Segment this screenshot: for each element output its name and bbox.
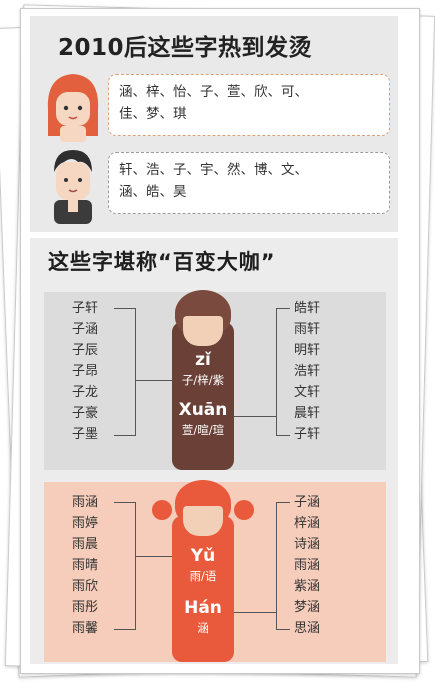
- list-item: 文轩: [294, 385, 321, 400]
- boy-left-names-list: 子轩 子涵 子辰 子昂 子龙 子豪 子墨: [72, 298, 98, 445]
- boy-right-names-list: 皓轩 雨轩 明轩 浩轩 文轩 晨轩 子轩: [294, 298, 320, 445]
- infographic: 2010后这些字热到发烫 涵、梓、怡、子、萱、欣、可、 佳、梦、琪: [30, 16, 398, 664]
- list-item: 梓涵: [294, 516, 321, 531]
- list-item: 雨馨: [72, 621, 99, 636]
- boy-names-line2: 涵、皓、昊: [119, 184, 187, 200]
- boy-name-combo-panel: 子轩 子涵 子辰 子昂 子龙 子豪 子墨 zǐ 子/梓/紫 Xuān 萱/暄/瑄…: [44, 290, 386, 470]
- boy-chars-2: 萱/暄/瑄: [181, 423, 225, 437]
- section-divider: [30, 232, 398, 238]
- boy-pinyin-2: Xuān: [178, 400, 228, 420]
- list-item: 雨婷: [72, 516, 99, 531]
- right-connector: [234, 612, 276, 613]
- list-item: 皓轩: [294, 301, 321, 316]
- boy-names-box: 轩、浩、子、宇、然、博、文、 涵、皓、昊: [108, 152, 390, 214]
- right-bracket: [276, 308, 290, 436]
- girl-name-combo-panel: 雨涵 雨婷 雨晨 雨晴 雨欣 雨彤 雨馨 Yǔ 雨/语 Hán 涵 子涵 梓涵 …: [44, 480, 386, 662]
- list-item: 子涵: [294, 495, 321, 510]
- list-item: 梦涵: [294, 600, 321, 615]
- list-item: 雨轩: [294, 322, 321, 337]
- popular-names-section: 2010后这些字热到发烫 涵、梓、怡、子、萱、欣、可、 佳、梦、琪: [30, 16, 398, 232]
- girl-chars-2: 涵: [197, 621, 209, 635]
- girl-avatar-icon: [42, 66, 104, 146]
- boy-chars-1: 子/梓/紫: [181, 373, 225, 387]
- girl-right-names-list: 子涵 梓涵 诗涵 雨涵 紫涵 梦涵 思涵: [294, 492, 320, 639]
- list-item: 子轩: [72, 301, 99, 316]
- boy-avatar-icon: [42, 142, 104, 226]
- boy-names-line1: 轩、浩、子、宇、然、博、文、: [119, 162, 308, 178]
- list-item: 雨晨: [72, 537, 99, 552]
- boy-pinyin-1: zǐ: [195, 350, 211, 370]
- girl-left-names-list: 雨涵 雨婷 雨晨 雨晴 雨欣 雨彤 雨馨: [72, 492, 98, 639]
- list-item: 雨彤: [72, 600, 99, 615]
- list-item: 雨涵: [294, 558, 321, 573]
- girl-names-box: 涵、梓、怡、子、萱、欣、可、 佳、梦、琪: [108, 74, 390, 136]
- right-connector: [234, 416, 276, 417]
- list-item: 雨涵: [72, 495, 99, 510]
- section1-title: 2010后这些字热到发烫: [58, 35, 313, 61]
- list-item: 子豪: [72, 406, 99, 421]
- girl-pinyin-2: Hán: [184, 598, 222, 618]
- list-item: 思涵: [294, 621, 321, 636]
- list-item: 子辰: [72, 343, 99, 358]
- girl-character-body: [172, 516, 234, 662]
- left-connector: [136, 380, 172, 381]
- list-item: 雨晴: [72, 558, 99, 573]
- list-item: 浩轩: [294, 364, 321, 379]
- girl-pinyin-1: Yǔ: [190, 546, 216, 566]
- list-item: 子龙: [72, 385, 99, 400]
- left-bracket: [114, 502, 136, 630]
- list-item: 紫涵: [294, 579, 321, 594]
- right-bracket: [276, 502, 290, 630]
- list-item: 诗涵: [294, 537, 321, 552]
- left-connector: [136, 556, 172, 557]
- boy-character-face: [183, 316, 223, 346]
- left-bracket: [114, 308, 136, 436]
- list-item: 明轩: [294, 343, 321, 358]
- list-item: 晨轩: [294, 406, 321, 421]
- girl-pigtails-icon: [152, 500, 254, 520]
- list-item: 雨欣: [72, 579, 99, 594]
- list-item: 子昂: [72, 364, 99, 379]
- girl-names-line1: 涵、梓、怡、子、萱、欣、可、: [119, 84, 308, 100]
- girl-names-line2: 佳、梦、琪: [119, 106, 187, 122]
- list-item: 子墨: [72, 427, 99, 442]
- section2-title: 这些字堪称“百变大咖”: [48, 250, 276, 274]
- girl-character-face: [183, 506, 223, 536]
- list-item: 子轩: [294, 427, 321, 442]
- boy-character-body: [172, 322, 234, 470]
- list-item: 子涵: [72, 322, 99, 337]
- girl-chars-1: 雨/语: [189, 569, 217, 583]
